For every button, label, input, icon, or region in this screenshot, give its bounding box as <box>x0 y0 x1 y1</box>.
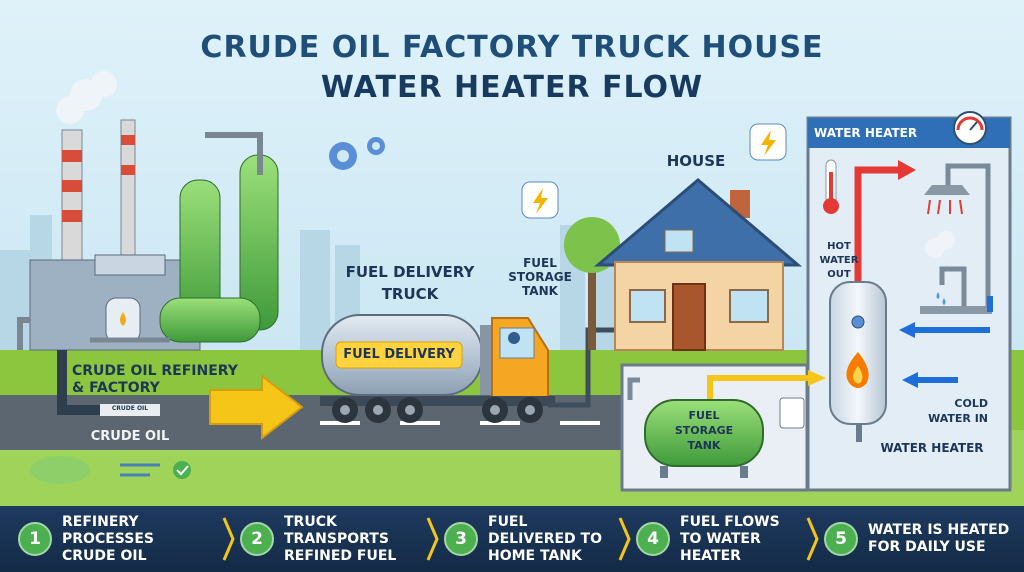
chevron-right-icon <box>618 517 631 561</box>
step-text: FUEL FLOWS TO WATER HEATER <box>680 513 780 564</box>
hot-arrow <box>898 160 916 180</box>
pipe-tag-bg <box>100 404 160 416</box>
refinery-factory <box>17 71 279 351</box>
step-number: 1 <box>18 522 52 556</box>
fuel-storage-tank-label: FUEL STORAGE TANK <box>674 409 734 452</box>
cold-water-in-label: COLD WATER IN <box>928 397 988 425</box>
chevron-right-icon <box>806 517 819 561</box>
road-markings <box>320 421 600 425</box>
step-number: 4 <box>636 522 670 556</box>
water-heater-label: WATER HEATER <box>880 441 984 455</box>
step-text: FUEL DELIVERED TO HOME TANK <box>488 513 603 564</box>
gauge-icon <box>953 111 987 145</box>
hot-water-out-label: HOT WATER OUT <box>819 241 859 280</box>
flame-icon <box>846 352 869 388</box>
step-text: WATER IS HEATED FOR DAILY USE <box>868 522 1010 555</box>
water-heater-header-label: WATER HEATER <box>814 126 918 140</box>
truck-title-label: FUEL DELIVERY TRUCK <box>345 263 475 303</box>
shower-icon <box>924 163 991 306</box>
house-label: HOUSE <box>666 152 726 170</box>
fuel-delivery-truck <box>320 314 555 423</box>
thermometer-icon <box>823 159 839 214</box>
step-5: 5 WATER IS HEATED FOR DAILY USE <box>824 510 1019 568</box>
crude-oil-label: CRUDE OIL <box>90 429 170 444</box>
step-number: 2 <box>240 522 274 556</box>
page-title-line-1: CRUDE OIL FACTORY TRUCK HOUSE <box>200 30 824 65</box>
fuel-storage-tank <box>627 377 805 478</box>
step-text: REFINERY PROCESSES CRUDE OIL <box>62 513 154 564</box>
truck-banner-label: FUEL DELIVERY <box>343 347 455 362</box>
step-number: 3 <box>444 522 478 556</box>
delivery-hose <box>548 327 623 408</box>
step-3: 3 FUEL DELIVERED TO HOME TANK <box>444 510 624 568</box>
check-icon <box>30 456 191 484</box>
cold-water-pipe <box>910 296 993 333</box>
cold-arrow-1 <box>899 322 915 338</box>
fuel-storage-tank-top-label: FUEL STORAGE TANK <box>508 256 572 298</box>
step-1: 1 REFINERY PROCESSES CRUDE OIL <box>18 510 218 568</box>
pipe-tag-label: CRUDE OIL <box>111 405 149 412</box>
oil-drop-icon <box>120 312 126 326</box>
hot-water-pipe <box>854 166 898 310</box>
refinery-label: CRUDE OIL REFINERY & FACTORY <box>72 363 238 396</box>
step-2: 2 TRUCK TRANSPORTS REFINED FUEL <box>240 510 430 568</box>
house <box>593 178 803 351</box>
step-number: 5 <box>824 522 858 556</box>
fuel-arrow <box>808 370 826 386</box>
step-4: 4 FUEL FLOWS TO WATER HEATER <box>636 510 811 568</box>
flow-arrow-1 <box>209 373 304 441</box>
step-text: TRUCK TRANSPORTS REFINED FUEL <box>284 513 397 564</box>
cold-arrow-2 <box>902 372 918 388</box>
lightning-icon <box>521 123 787 219</box>
chevron-right-icon <box>222 517 235 561</box>
page-title-line-2: WATER HEATER FLOW <box>320 70 704 105</box>
chevron-right-icon <box>426 517 439 561</box>
faucet-icon <box>920 266 992 314</box>
gear-icon <box>329 137 385 170</box>
